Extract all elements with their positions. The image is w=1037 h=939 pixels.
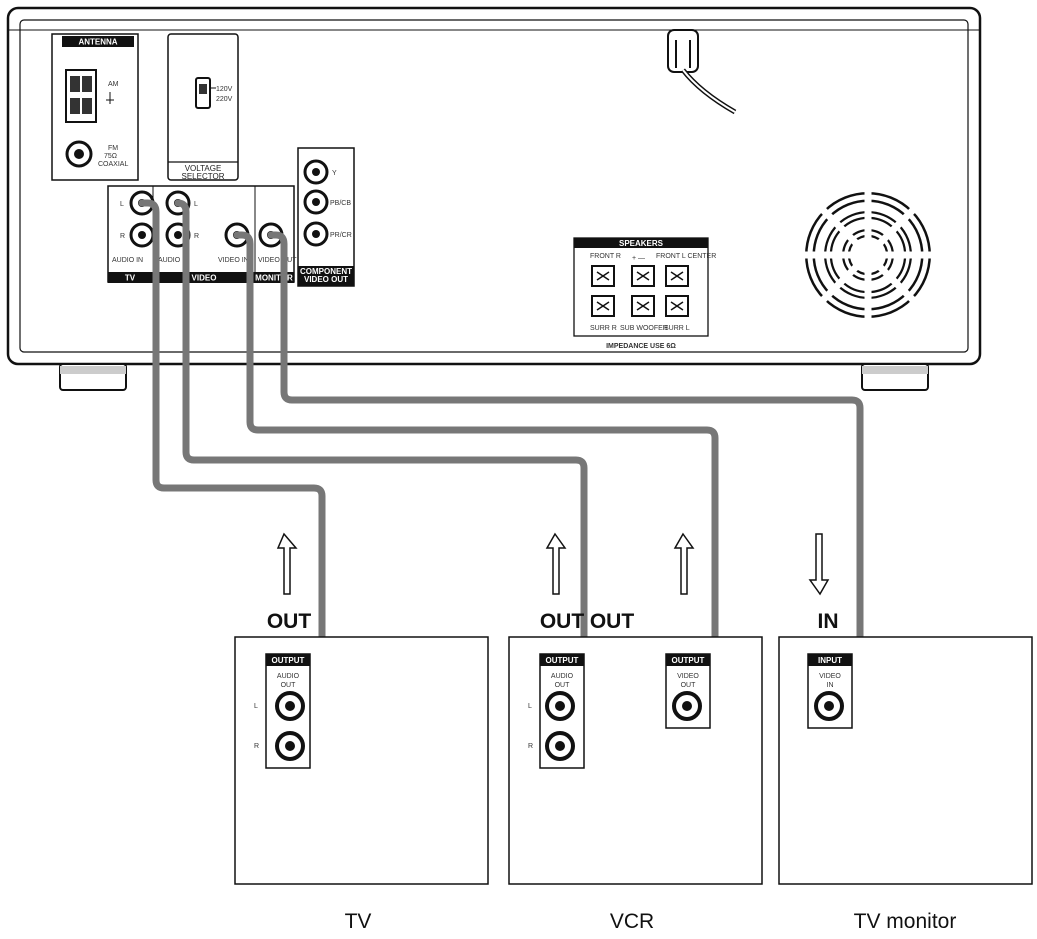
video-jack-l-label: L [194,201,198,208]
vcr-video-out-label: OUT [590,610,635,633]
tv-jack-l-label: L [120,201,124,208]
speaker-impedance: IMPEDANCE USE 6Ω [606,343,676,350]
device-name-vcr: VCR [610,910,654,933]
monitor-panel-header: INPUT [818,656,842,665]
tv-out-arrow [276,532,298,595]
speaker-label-surr-r: SURR R [590,325,617,332]
vcr-video-panel-header: OUTPUT [672,656,705,665]
speaker-terminals: SPEAKERS FRONT R + — FRONT L CENTER SURR… [573,237,716,350]
am-label: AM [108,81,119,88]
tv-audio-in-caption: AUDIO IN [112,257,143,264]
speakers-header: SPEAKERS [619,239,664,248]
monitor-video-out-caption: VIDEO OUT [258,257,297,264]
component-y-label: Y [332,170,337,177]
vcr-audio-out-arrow [545,532,567,595]
voltage-option-220: 220V [216,96,233,103]
tv-jack-r-label: R [254,743,259,750]
antenna-header: ANTENNA [78,38,117,47]
monitor-in-label: IN [818,610,839,633]
speaker-label-surr-l: SURR L [664,325,690,332]
tv-jack-r-label: R [120,233,125,240]
speaker-label-polarity: + — [632,255,645,262]
video-audio-in-caption: AUDIO IN [158,257,189,264]
voltage-option-120: 120V [216,86,233,93]
speaker-label-front-r: FRONT R [590,253,621,260]
vcr-jack-r-label: R [528,743,533,750]
power-cord [667,29,737,115]
tv-jack-l-label: L [254,703,258,710]
flow-arrows: OUT OUT OUT IN [267,532,839,633]
tv-panel-header: OUTPUT [272,656,305,665]
tv-group-label: TV [125,274,136,283]
component-pb-label: PB/CB [330,200,351,207]
device-name-tv-monitor: TV monitor [854,910,957,933]
video-video-in-caption: VIDEO IN [218,257,249,264]
fan-grille [803,190,933,320]
device-name-tv: TV [345,910,372,933]
vcr-video-out-arrow [673,532,695,595]
speaker-label-sub-woofer: SUB WOOFER [620,325,668,332]
video-group-label: VIDEO [192,274,217,283]
tv-out-label: OUT [267,610,312,633]
vcr-audio-out-label: OUT [540,610,585,633]
component-pr-label: PR/CR [330,232,352,239]
monitor-in-arrow [808,533,830,596]
video-jack-r-label: R [194,233,199,240]
speaker-label-front-l-center: FRONT L CENTER [656,253,716,260]
monitor-group-label: MONITOR [255,274,293,283]
vcr-audio-panel-header: OUTPUT [546,656,579,665]
vcr-jack-l-label: L [528,703,532,710]
